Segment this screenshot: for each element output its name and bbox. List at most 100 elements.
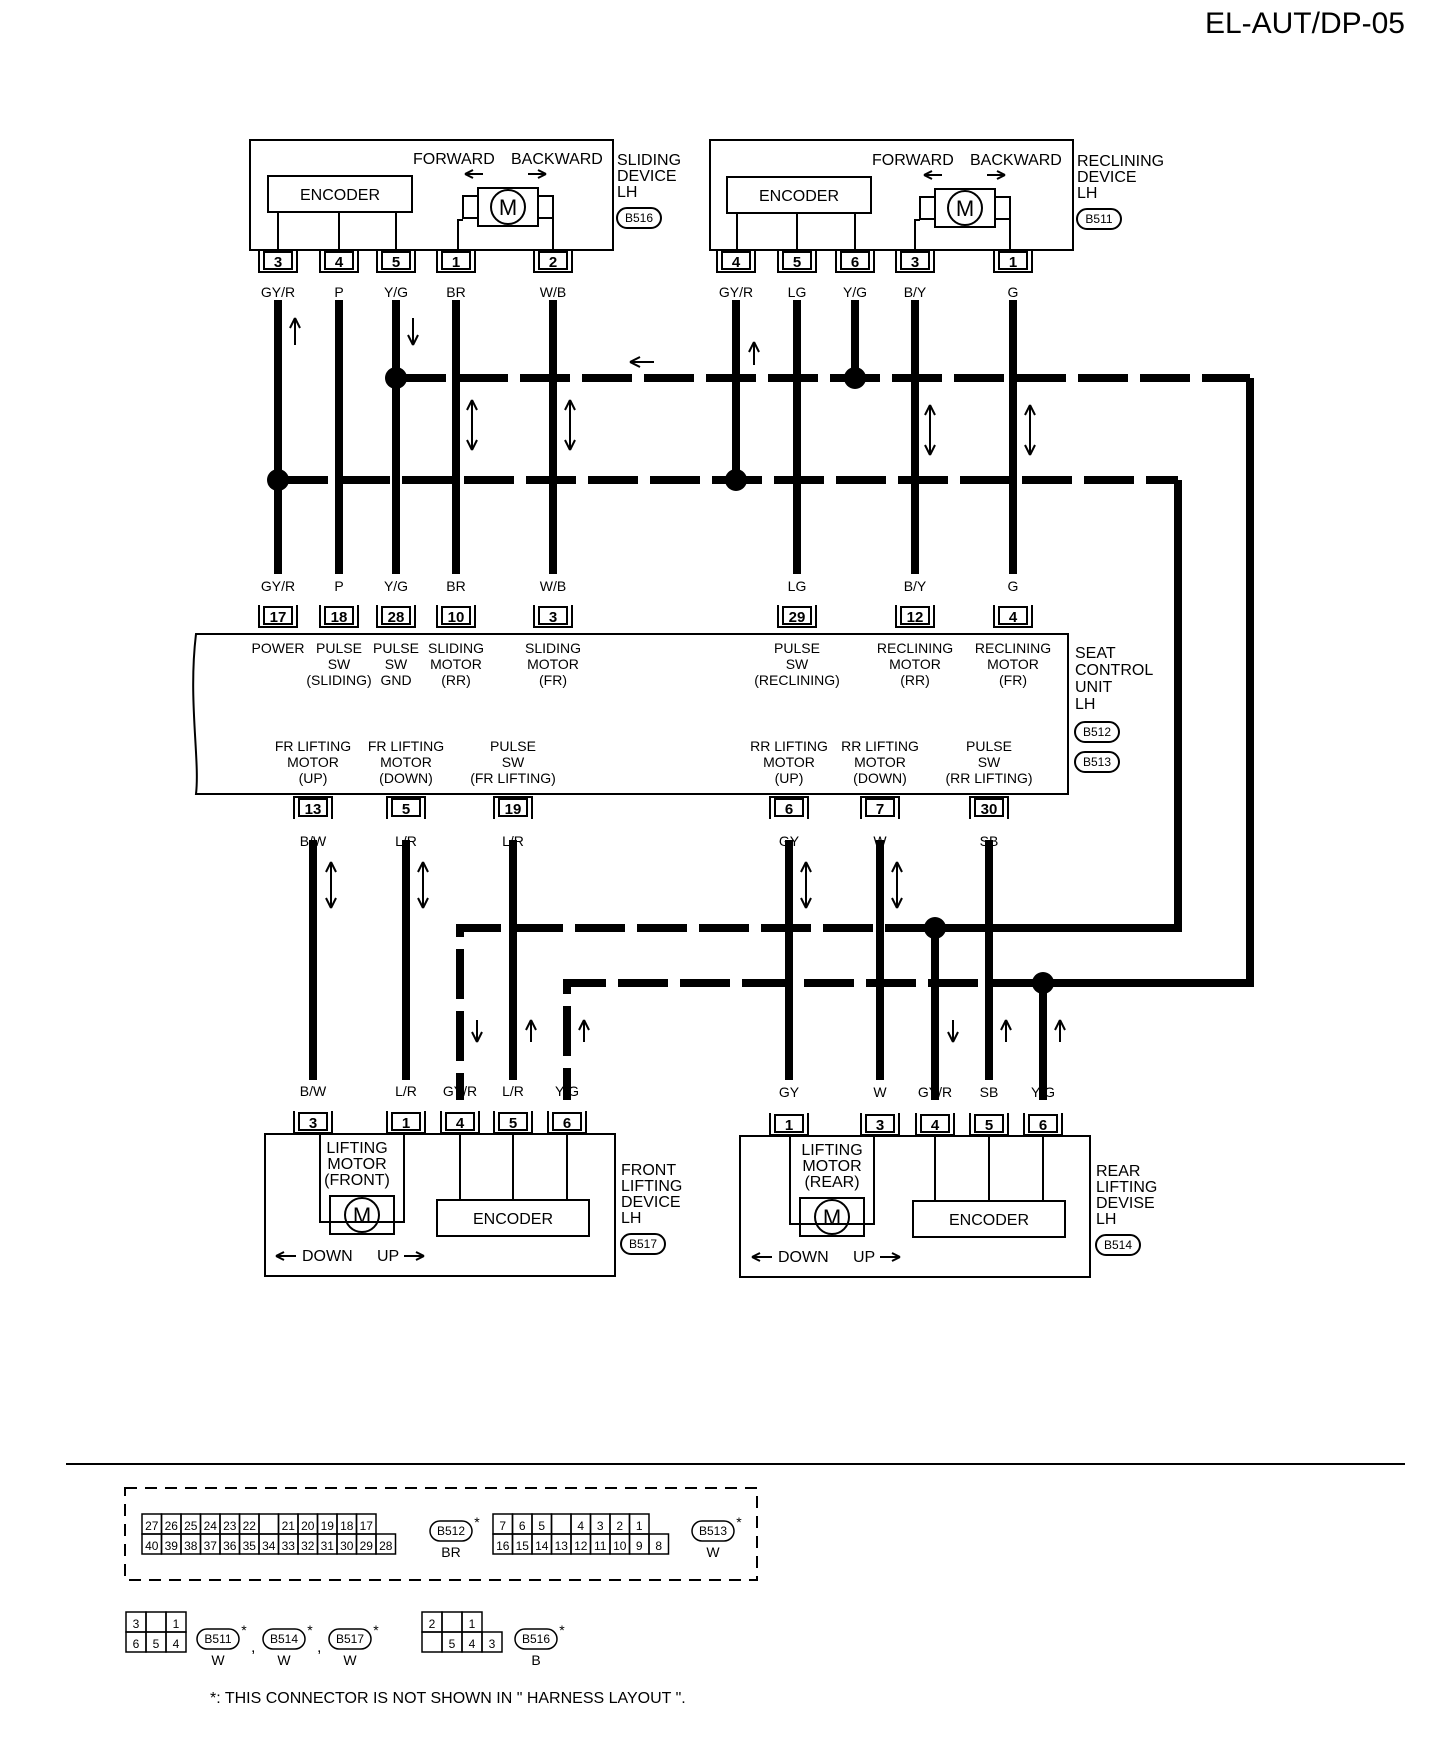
- small-a-row1-cell-3: 3: [133, 1617, 140, 1631]
- front-pin-3-number: 3: [309, 1115, 317, 1132]
- control-bottom-label-0-2: (UP): [299, 770, 328, 786]
- control-top-wire-color-2: Y/G: [384, 578, 408, 594]
- front-wire-color-5: L/R: [502, 1083, 524, 1099]
- reclining-pin-5: 5: [777, 250, 817, 273]
- control-name-4: LH: [1075, 696, 1095, 713]
- rear-pin-4-number: 4: [931, 1117, 940, 1134]
- control-bottom-pin-7: 7: [876, 801, 884, 818]
- sliding-pin-1: 1: [436, 250, 476, 273]
- rear-pin-6-number: 6: [1039, 1117, 1047, 1134]
- control-top-pin-18-1: 18: [319, 605, 359, 628]
- small-a-B517-star: *: [373, 1622, 379, 1638]
- reclining-name-1: RECLINING: [1077, 153, 1164, 170]
- small-a-B511-color: W: [211, 1652, 225, 1668]
- rear-pin-4: 4: [915, 1113, 955, 1136]
- small-a-row1-cell-1: 1: [173, 1617, 180, 1631]
- control-top-pin-10-3: 10: [436, 605, 476, 628]
- control-bottom-wire-color-1: L/R: [395, 833, 417, 849]
- front-connector-id: B517: [629, 1237, 657, 1251]
- control-bottom-pin-5: 5: [402, 801, 410, 818]
- sliding-name-2: DEVICE: [617, 168, 677, 185]
- control-bottom-pin-19: 19: [505, 801, 522, 818]
- control-name-2: CONTROL: [1075, 662, 1153, 679]
- sliding-wire-color-3: GY/R: [261, 284, 295, 300]
- sliding-pin-4: 4: [319, 250, 359, 273]
- rear-connector-id: B514: [1104, 1238, 1132, 1252]
- small-b-row1-cell-2: 2: [429, 1617, 436, 1631]
- b512-row2-cell-32: 32: [301, 1539, 315, 1553]
- b513-row2-cell-9: 9: [636, 1539, 643, 1553]
- small-b-B516-id: B516: [522, 1632, 550, 1646]
- reclining-wire-color-4: GY/R: [719, 284, 753, 300]
- front-pin-1: 1: [386, 1111, 426, 1134]
- control-name-3: UNIT: [1075, 679, 1113, 696]
- reclining-pin-4-number: 4: [732, 254, 741, 271]
- sliding-wire-color-4: P: [334, 284, 343, 300]
- reclining-wire-color-3: B/Y: [904, 284, 927, 300]
- front-pin-1-number: 1: [402, 1115, 410, 1132]
- b512-row2-cell-28: 28: [379, 1539, 393, 1553]
- control-bottom-label-2-1: SW: [502, 754, 525, 770]
- wire-harness: [267, 300, 1254, 1100]
- front-motor-label-2: MOTOR: [327, 1156, 386, 1173]
- sliding-encoder-label: ENCODER: [300, 187, 380, 204]
- control-top-label-5-1: SW: [786, 656, 809, 672]
- small-b-B516-color: B: [531, 1652, 540, 1668]
- rear-pin-1-number: 1: [785, 1117, 793, 1134]
- control-bottom-label-1-0: FR LIFTING: [368, 738, 444, 754]
- front-motor-label-1: LIFTING: [326, 1140, 387, 1157]
- reclining-wire-color-6: Y/G: [843, 284, 867, 300]
- front-wire-color-1: L/R: [395, 1083, 417, 1099]
- front-wire-color-4: GY/R: [443, 1083, 477, 1099]
- control-top-label-6-2: (RR): [900, 672, 930, 688]
- rear-up-label: UP: [853, 1249, 875, 1266]
- page-code: EL-AUT/DP-05: [1205, 7, 1405, 40]
- control-top-pin-28-2-number: 28: [388, 609, 405, 626]
- control-top-label-6-1: MOTOR: [889, 656, 941, 672]
- control-top-label-6-0: RECLINING: [877, 640, 953, 656]
- sliding-pin-3: 3: [258, 250, 298, 273]
- b513-row2-cell-13: 13: [555, 1539, 569, 1553]
- sliding-pin-5: 5: [376, 250, 416, 273]
- reclining-pin-1: 1: [993, 250, 1033, 273]
- sliding-pin-2: 2: [533, 250, 573, 273]
- small-a-B511-id: B511: [204, 1632, 231, 1646]
- front-wire-color-3: B/W: [300, 1083, 327, 1099]
- control-top-pin-12-6: 12: [895, 605, 935, 628]
- control-top-wire-color-3: BR: [446, 578, 465, 594]
- svg-text:M: M: [353, 1203, 371, 1228]
- front-pin-6: 6: [547, 1111, 587, 1134]
- b512-row1-cell-18: 18: [340, 1519, 354, 1533]
- b512-row1-cell-22: 22: [243, 1519, 257, 1533]
- b513-row2-cell-11: 11: [594, 1539, 607, 1553]
- control-top-label-7-1: MOTOR: [987, 656, 1039, 672]
- front-pin-6-number: 6: [563, 1115, 571, 1132]
- sliding-backward-label: BACKWARD: [511, 151, 603, 168]
- rear-name-4: LH: [1096, 1211, 1116, 1228]
- reclining-backward-label: BACKWARD: [970, 152, 1062, 169]
- control-bottom-wire-color-4: W: [873, 833, 887, 849]
- sliding-name-1: SLIDING: [617, 152, 681, 169]
- pin-connectors: 3GY/R4P5Y/G1BR2W/B4GY/R5LG6Y/G3B/Y1GGY/R…: [252, 250, 1063, 1136]
- front-up-label: UP: [377, 1248, 399, 1265]
- sliding-pin-2-number: 2: [549, 254, 557, 271]
- front-motor-label-3: (FRONT): [324, 1172, 390, 1189]
- rear-encoder-label: ENCODER: [949, 1212, 1029, 1229]
- control-connector-1: B512: [1083, 725, 1111, 739]
- sliding-forward-label: FORWARD: [413, 151, 495, 168]
- b513-row1-cell-5: 5: [538, 1519, 545, 1533]
- sliding-motor-icon: [490, 189, 526, 225]
- reclining-pin-1-number: 1: [1009, 254, 1017, 271]
- rear-pin-1: 1: [769, 1113, 809, 1136]
- small-a-B517-color: W: [343, 1652, 357, 1668]
- rear-pin-3-number: 3: [876, 1117, 884, 1134]
- front-lifting-device: LIFTING MOTOR (FRONT) M ENCODER DOWN UP …: [264, 1133, 682, 1277]
- front-pin-4: 4: [440, 1111, 480, 1134]
- control-bottom-label-2-0: PULSE: [490, 738, 536, 754]
- b512-color: BR: [441, 1544, 460, 1560]
- control-top-pin-4-7-number: 4: [1009, 609, 1018, 626]
- reclining-pin-3-number: 3: [911, 254, 919, 271]
- rear-name-2: LIFTING: [1096, 1179, 1157, 1196]
